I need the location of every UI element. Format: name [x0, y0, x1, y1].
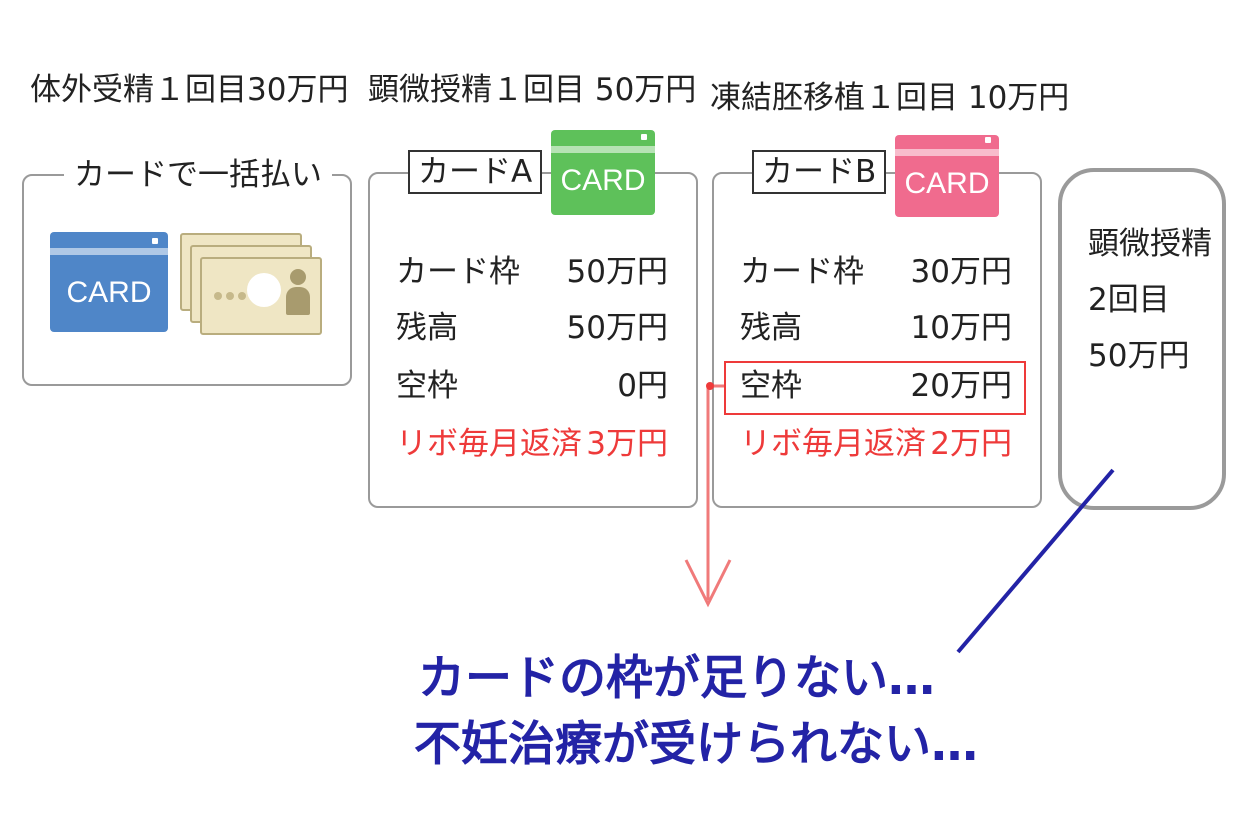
lump-sum-title: カードで一括払い [64, 155, 332, 195]
blue-card-label: CARD [66, 276, 152, 309]
blue-card-icon: CARD [50, 232, 168, 332]
card-a-revolving-value: 3万円 [586, 426, 668, 462]
next-treatment-cost: 50万円 [1088, 338, 1190, 374]
card-b-revolving-value: 2万円 [930, 426, 1012, 462]
red-arrow-head-icon [684, 559, 732, 608]
card-b-available-value: 20万円 [910, 368, 1012, 404]
card-a-balance-label: 残高 [396, 310, 458, 346]
next-treatment-count: 2回目 [1088, 282, 1170, 318]
card-b-balance-value: 10万円 [910, 310, 1012, 346]
card-a-limit-label: カード枠 [396, 254, 520, 290]
card-b-tag: カードB [752, 150, 887, 194]
blue-pointer-line [956, 468, 1115, 654]
message-line-1: カードの枠が足りない… [418, 651, 935, 706]
card-a-box [368, 172, 698, 508]
next-treatment-name: 顕微授精 [1088, 226, 1212, 262]
card-b-balance-label: 残高 [740, 310, 802, 346]
next-treatment-box [1058, 168, 1226, 510]
message-line-2: 不妊治療が受けられない… [414, 717, 978, 772]
card-b-available-label: 空枠 [740, 368, 802, 404]
card-b-revolving-label: リボ毎月返済 [740, 426, 926, 462]
card-a-available-label: 空枠 [396, 368, 458, 404]
card-b-box [712, 172, 1042, 508]
card-a-tag: カードA [408, 150, 543, 194]
pink-card-label: CARD [904, 167, 990, 200]
card-a-revolving-label: リボ毎月返済 [396, 426, 582, 462]
card-a-limit-value: 50万円 [566, 254, 668, 290]
pink-card-icon: CARD [895, 135, 999, 217]
green-card-icon: CARD [551, 130, 655, 215]
card-b-limit-label: カード枠 [740, 254, 864, 290]
header-frozen-transfer: 凍結胚移植１回目 10万円 [710, 80, 1070, 116]
red-arrow-dot [706, 382, 714, 390]
green-card-label: CARD [560, 164, 646, 197]
card-b-limit-value: 30万円 [910, 254, 1012, 290]
card-a-balance-value: 50万円 [566, 310, 668, 346]
card-b-available-highlight [724, 361, 1026, 415]
header-ivf: 体外受精１回目30万円 [30, 72, 349, 108]
red-arrow-line [706, 384, 724, 600]
card-a-available-value: 0円 [617, 368, 668, 404]
header-icsi: 顕微授精１回目 50万円 [368, 72, 697, 108]
